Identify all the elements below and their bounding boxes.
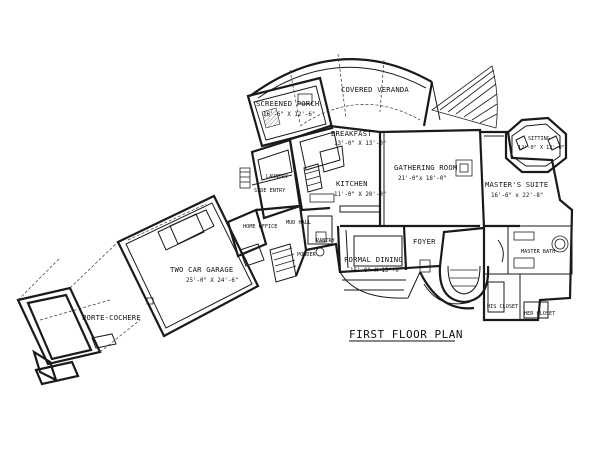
label-gathering-room: GATHERING ROOM — [394, 163, 458, 172]
label-breakfast: BREAKFAST — [331, 129, 372, 138]
label-formal-dining: FORMAL DINING — [344, 255, 403, 264]
porte-cochere-structure — [16, 239, 141, 386]
room-labels: COVERED VERANDA SCREENED PORCH 16'-6" X … — [82, 85, 565, 322]
size-two-car-garage: 25'-0" X 24'-6" — [186, 278, 238, 284]
size-sitting: 12'-0" X 12'-0" — [518, 145, 565, 151]
terrace-fan — [431, 65, 498, 129]
label-powder: POWDER — [297, 252, 317, 258]
label-covered-veranda: COVERED VERANDA — [341, 85, 409, 94]
label-master-bath: MASTER BATH — [521, 249, 555, 255]
label-laundry: LAUNDRY — [266, 174, 289, 180]
label-two-car-garage: TWO CAR GARAGE — [170, 265, 233, 274]
service-wing-structure — [226, 138, 308, 283]
label-screened-porch: SCREENED PORCH — [256, 99, 319, 108]
size-masters-suite: 16'-6" x 22'-8" — [491, 193, 543, 199]
plan-title: FIRST FLOOR PLAN — [349, 328, 463, 341]
garage-structure — [116, 194, 265, 338]
label-mud-hall: MUD HALL — [286, 220, 311, 226]
size-gathering-room: 21'-0"x 18'-0" — [398, 176, 447, 182]
label-masters-suite: MASTER'S SUITE — [485, 180, 548, 189]
plan-title-group: FIRST FLOOR PLAN — [349, 328, 463, 342]
label-his-closet: HIS CLOSET — [487, 304, 518, 310]
label-side-entry: SIDE ENTRY — [254, 188, 286, 194]
screened-porch-structure — [246, 76, 334, 148]
size-kitchen: 11'-0" X 20'-0" — [334, 192, 386, 198]
label-porte-cochere: PORTE-COCHERE — [82, 313, 141, 322]
master-wing-structure — [480, 116, 574, 322]
size-breakfast: 13'-0" X 13'-0" — [334, 141, 386, 147]
label-pantry: PANTRY — [316, 238, 336, 244]
label-kitchen: KITCHEN — [336, 179, 368, 188]
size-formal-dining: 15'-0" X 15'-0" — [350, 268, 402, 274]
main-house-structure — [287, 124, 486, 299]
label-home-office: HOME OFFICE — [243, 224, 277, 230]
size-screened-porch: 16'-6" X 12'-6" — [263, 112, 315, 118]
label-foyer: FOYER — [413, 237, 436, 246]
foyer-stair — [419, 265, 490, 310]
label-sitting: SITTING — [528, 136, 550, 142]
label-her-closet: HER CLOSET — [524, 311, 555, 317]
covered-veranda-structure — [249, 53, 441, 127]
